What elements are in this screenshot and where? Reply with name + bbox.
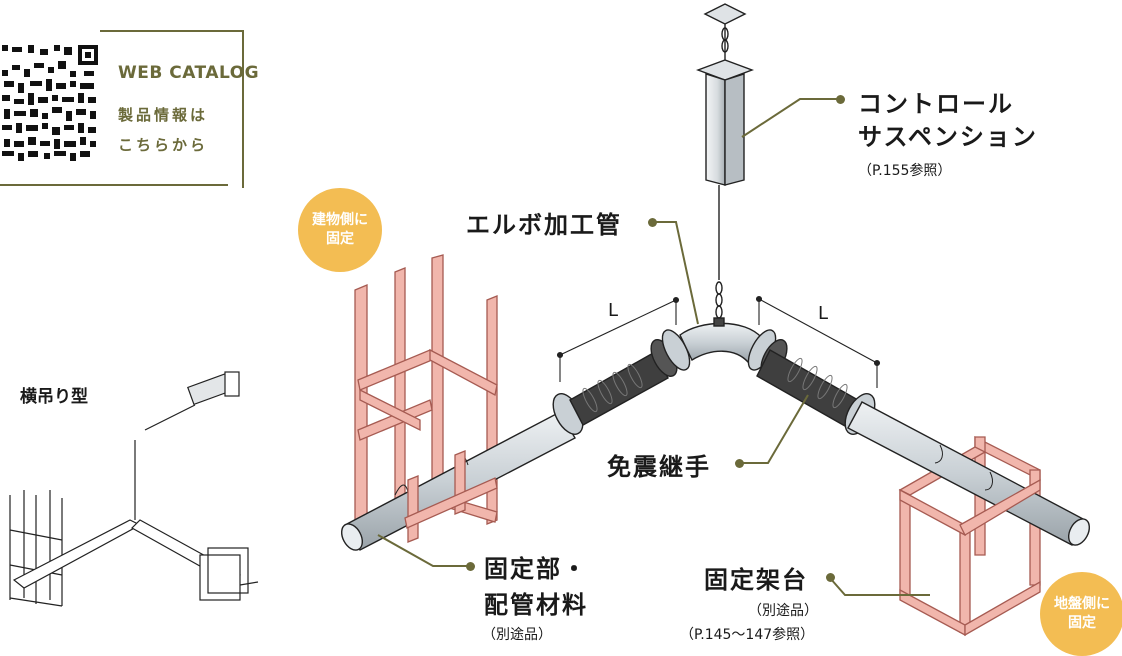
catalog-divider (0, 184, 228, 186)
catalog-title[interactable]: WEB CATALOG (118, 63, 260, 83)
building-badge-line-1: 建物側に (312, 212, 368, 229)
stand-ref: （P.145〜147参照） (680, 627, 815, 643)
qr-code-icon[interactable] (0, 25, 100, 165)
elbow-leader-dot (648, 218, 657, 227)
ground-side-badge: 地盤側に固定 (1040, 572, 1122, 656)
ground-badge-line-1: 地盤側に (1054, 596, 1110, 613)
joint-label: 免震継手 (607, 453, 711, 481)
catalog-line-1: 製品情報は (118, 106, 209, 124)
suspension (695, 3, 755, 327)
fixed-part-note: （別途品） (482, 627, 552, 643)
right-pipe (847, 401, 1091, 546)
small-diagram (9, 371, 259, 607)
dimension-lines (556, 295, 881, 388)
stand-label: 固定架台 (704, 566, 808, 594)
ground-badge-line-2: 固定 (1068, 615, 1096, 631)
fixed-part-leader-dot (466, 562, 475, 571)
catalog-panel (100, 30, 244, 188)
joint-leader-dot (735, 459, 744, 468)
fixed-part-label-line-1: 固定部・ (484, 555, 588, 583)
leader-lines (377, 98, 930, 596)
left-joint (552, 329, 691, 435)
catalog-line-2: こちらから (118, 136, 209, 154)
stand-leader-dot (826, 573, 835, 582)
suspension-label-line-1: コントロール (858, 90, 1014, 118)
suspension-leader-dot (836, 95, 845, 104)
fixed-part-label-line-2: 配管材料 (484, 591, 588, 619)
dimension-label-left: L (608, 300, 619, 321)
building-side-badge: 建物側に固定 (298, 188, 382, 272)
stand-note: （別途品） (748, 603, 818, 619)
elbow-label: エルボ加工管 (466, 211, 622, 239)
dimension-label-right: L (818, 303, 829, 324)
suspension-label-line-2: サスペンション (858, 123, 1038, 151)
suspension-ref: （P.155参照） (858, 163, 952, 179)
building-badge-line-2: 固定 (326, 231, 354, 247)
type-label: 横吊り型 (20, 387, 88, 407)
